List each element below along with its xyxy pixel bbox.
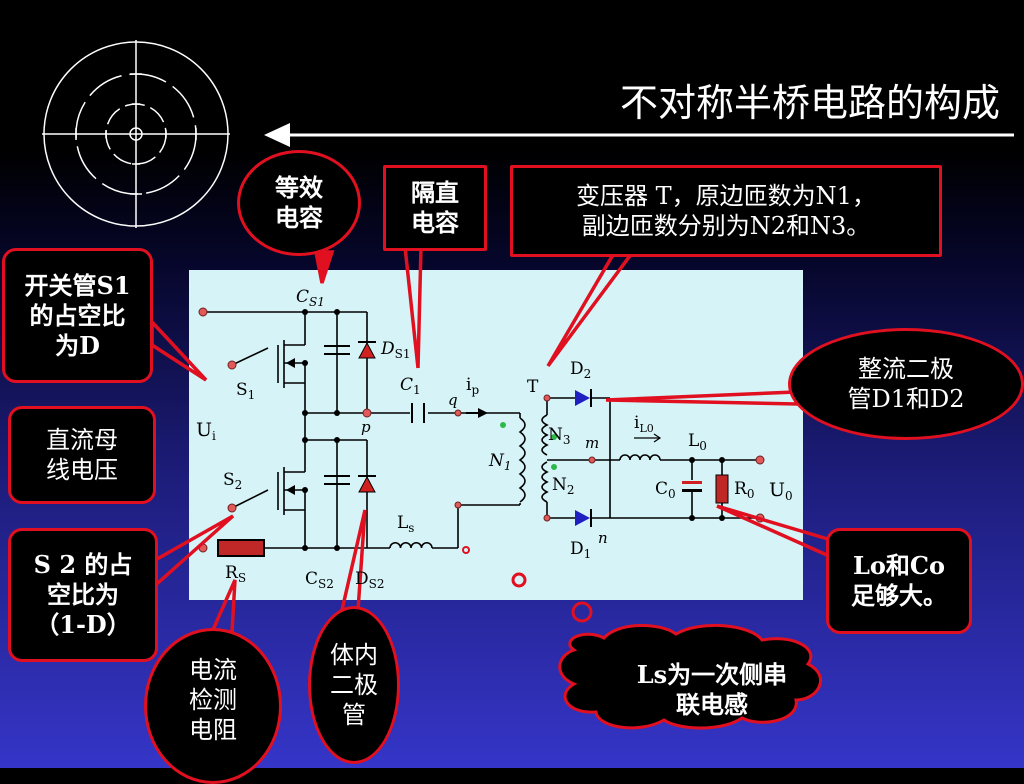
label-cs2: CS2 <box>305 569 334 591</box>
label-ip: ip <box>466 375 479 397</box>
label-d2: D2 <box>570 359 591 381</box>
label-rs: RS <box>225 563 246 585</box>
label-ui: Ui <box>196 419 216 443</box>
label-s2: S2 <box>223 470 242 492</box>
callout-s2-duty: S 2 的占空比为（1-D） <box>8 528 158 662</box>
circuit-diagram: CS1 DS1 C1 ip q p T S1 S2 Ui N1 N3 N2 D2… <box>148 245 840 730</box>
label-cs1: CS1 <box>296 287 325 309</box>
label-ds2: DS2 <box>355 569 385 591</box>
label-il0: iL0 <box>634 413 654 435</box>
label-p: p <box>361 418 371 436</box>
circuit-panel <box>189 270 803 600</box>
label-n2: N2 <box>552 475 575 497</box>
crosshair-emblem <box>42 40 230 228</box>
label-s1: S1 <box>236 380 255 402</box>
label-u0: U0 <box>769 479 793 503</box>
callout-transformer: 变压器 T，原边匝数为N1，副边匝数分别为N2和N3。 <box>510 165 942 257</box>
label-c1: C1 <box>400 375 421 397</box>
callout-dc-bus-voltage: 直流母线电压 <box>8 406 156 504</box>
label-n1: N1 <box>488 451 512 473</box>
label-l0: L0 <box>688 431 707 453</box>
callout-current-sense-resistor: 电流检测电阻 <box>144 628 282 784</box>
label-m: m <box>585 434 599 452</box>
label-q: q <box>448 391 458 409</box>
callout-body-diode: 体内二极管 <box>308 606 400 764</box>
label-d1: D1 <box>570 539 591 561</box>
label-ds1: DS1 <box>380 339 411 361</box>
label-c0: C0 <box>655 479 676 501</box>
label-r0: R0 <box>734 479 754 501</box>
callout-blocking-capacitor: 隔直电容 <box>383 165 487 251</box>
label-t: T <box>527 377 539 397</box>
callout-ls-series-inductor: Ls为一次侧串 联电感 <box>636 660 788 719</box>
callout-rectifier-diodes: 整流二极管D1和D2 <box>788 328 1024 440</box>
label-ls: Ls <box>397 513 414 535</box>
label-n3: N3 <box>548 425 571 447</box>
title-arrow <box>264 123 1014 147</box>
label-n: n <box>598 529 608 547</box>
page-title: 不对称半桥电路的构成 <box>619 81 1000 125</box>
callout-equivalent-capacitor: 等效电容 <box>237 150 361 256</box>
